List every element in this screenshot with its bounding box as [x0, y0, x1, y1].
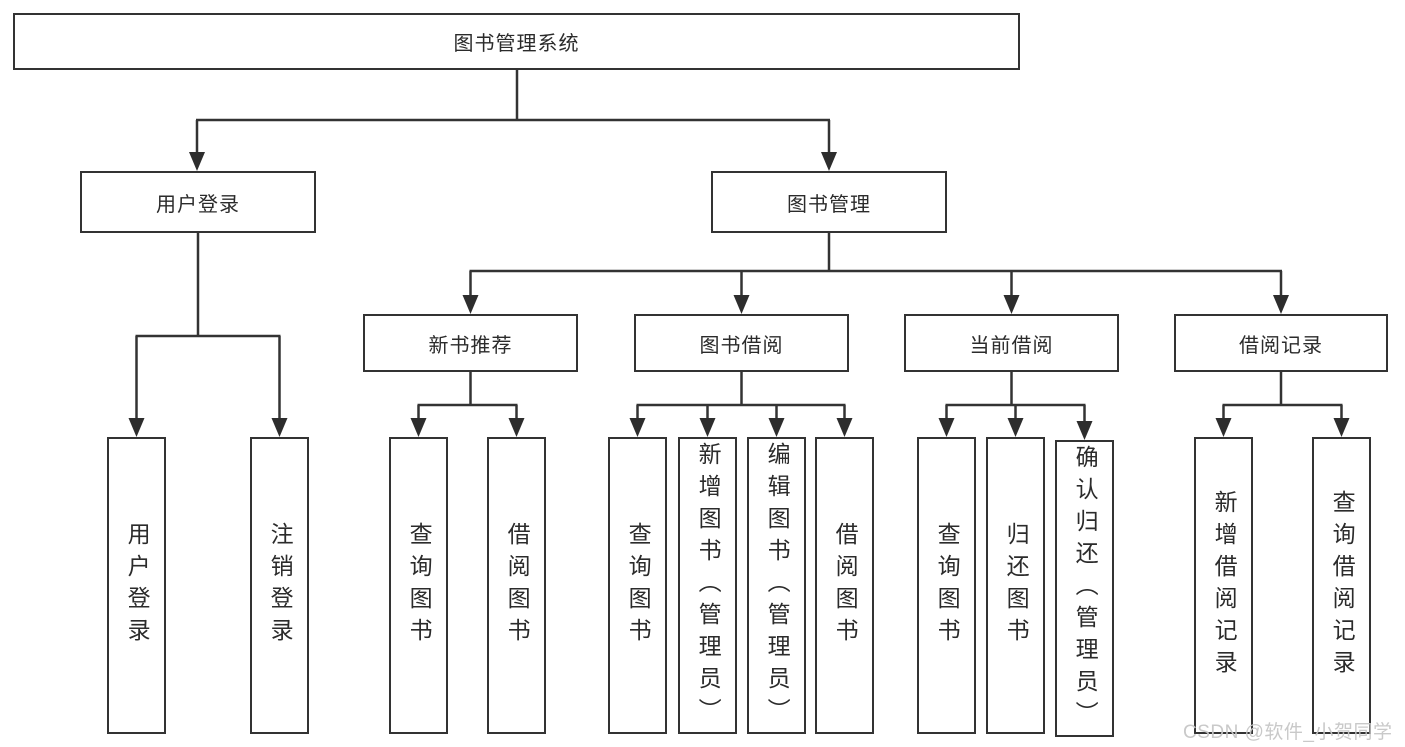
leaf-search-book-current: 查询图书	[917, 437, 976, 734]
leaf-search-book-current-label: 查询图书	[934, 521, 961, 650]
node-borrow-records-label: 借阅记录	[1239, 334, 1323, 357]
arrowhead-down	[1273, 295, 1289, 314]
leaf-borrow-book: 借阅图书	[815, 437, 874, 734]
node-user-login-label: 用户登录	[156, 193, 240, 216]
node-new-book-recommend: 新书推荐	[363, 314, 578, 372]
arrowhead-down	[629, 418, 646, 437]
leaf-query-borrow-record-label: 查询借阅记录	[1329, 489, 1356, 682]
leaf-borrow-book-label: 借阅图书	[832, 521, 859, 650]
node-borrow-records: 借阅记录	[1174, 314, 1388, 372]
connector-book-management	[469, 233, 1283, 296]
leaf-edit-book-admin: 编辑图书（管理员）	[747, 437, 806, 734]
node-user-login: 用户登录	[80, 171, 316, 233]
leaf-query-borrow-record: 查询借阅记录	[1312, 437, 1371, 734]
leaf-logout-label: 注销登录	[267, 521, 294, 650]
leaf-add-borrow-record-label: 新增借阅记录	[1211, 489, 1238, 682]
leaf-borrow-book-recommend: 借阅图书	[487, 437, 546, 734]
node-root: 图书管理系统	[13, 13, 1020, 70]
node-book-borrow-label: 图书借阅	[699, 334, 784, 357]
leaf-edit-book-admin-label: 编辑图书（管理员）	[764, 441, 791, 730]
leaf-search-book-recommend: 查询图书	[389, 437, 448, 734]
node-book-management-label: 图书管理	[787, 193, 871, 216]
arrowhead-down	[733, 295, 750, 314]
arrowhead-down	[821, 152, 837, 171]
leaf-user-login-label: 用户登录	[124, 521, 151, 650]
connector-book-borrow	[636, 372, 846, 419]
connector-current-borrow	[945, 372, 1086, 422]
arrowhead-down	[699, 418, 716, 437]
node-book-management: 图书管理	[711, 171, 947, 233]
node-new-book-recommend-label: 新书推荐	[428, 334, 513, 357]
connector-borrow-records	[1222, 372, 1343, 419]
connector-root	[195, 70, 831, 153]
arrowhead-down	[462, 295, 479, 314]
arrowhead-down	[410, 418, 427, 437]
arrowhead-down	[1076, 421, 1093, 440]
leaf-return-book-label: 归还图书	[1003, 521, 1030, 650]
arrowhead-down	[836, 418, 853, 437]
arrowhead-down	[508, 418, 525, 437]
leaf-search-book-borrow-label: 查询图书	[625, 521, 652, 650]
leaf-return-book: 归还图书	[986, 437, 1045, 734]
connector-user-login	[135, 233, 281, 419]
leaf-add-borrow-record: 新增借阅记录	[1194, 437, 1253, 734]
arrowhead-down	[1003, 295, 1020, 314]
node-current-borrow: 当前借阅	[904, 314, 1119, 372]
arrowhead-down	[938, 418, 955, 437]
node-current-borrow-label: 当前借阅	[969, 334, 1054, 357]
leaf-logout: 注销登录	[250, 437, 309, 734]
leaf-user-login: 用户登录	[107, 437, 166, 734]
watermark: CSDN @软件_小贺同学	[1183, 722, 1393, 743]
arrowhead-down	[1215, 418, 1232, 437]
node-book-borrow: 图书借阅	[634, 314, 849, 372]
arrowhead-down	[768, 418, 785, 437]
arrowhead-down	[271, 418, 288, 437]
leaf-confirm-return-admin-label: 确认归还（管理员）	[1072, 444, 1099, 733]
leaf-borrow-book-recommend-label: 借阅图书	[504, 521, 531, 650]
connector-new-book	[417, 372, 518, 419]
node-root-label: 图书管理系统	[453, 33, 580, 55]
leaf-search-book-borrow: 查询图书	[608, 437, 667, 734]
arrowhead-down	[128, 418, 145, 437]
arrowhead-down	[1333, 418, 1350, 437]
leaf-confirm-return-admin: 确认归还（管理员）	[1055, 440, 1114, 737]
leaf-search-book-recommend-label: 查询图书	[406, 521, 433, 650]
arrowhead-down	[1007, 418, 1024, 437]
leaf-add-book-admin: 新增图书（管理员）	[678, 437, 737, 734]
arrowhead-down	[189, 152, 205, 171]
leaf-add-book-admin-label: 新增图书（管理员）	[695, 441, 722, 730]
